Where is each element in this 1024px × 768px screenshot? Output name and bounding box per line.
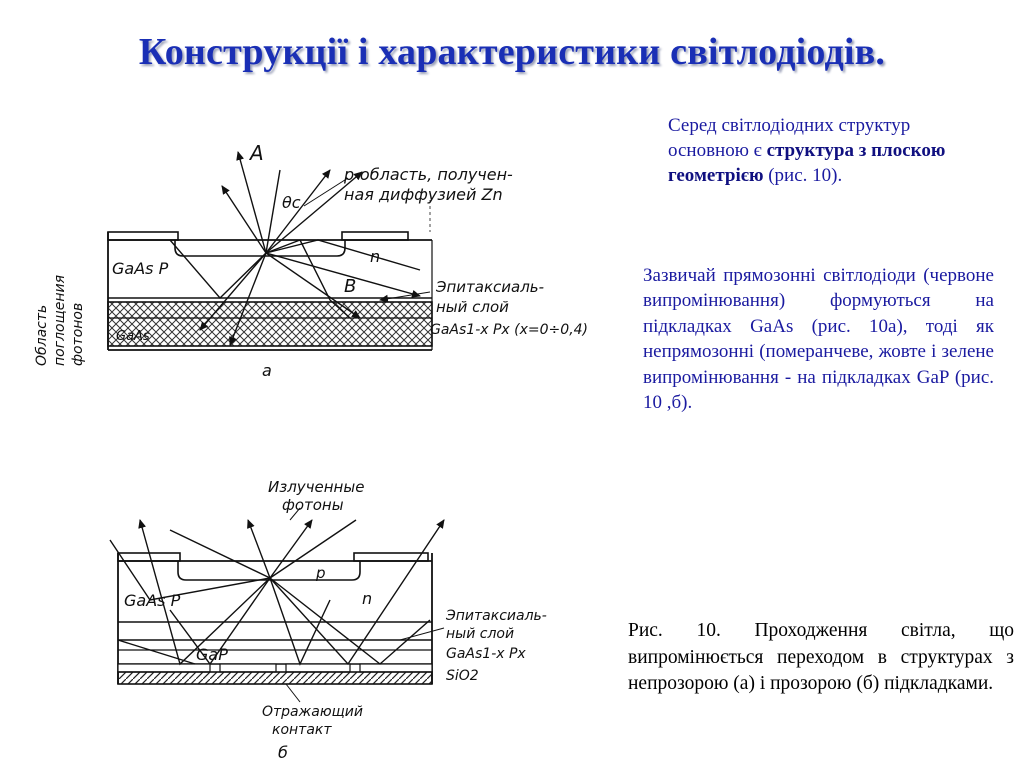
intro-bold-term: структура з плоскою геометрією xyxy=(668,140,946,186)
fig-a-label-absorb-1: Область xyxy=(34,305,50,366)
fig-a-label-GaAsP: GaAs P xyxy=(112,259,169,278)
fig-a-label-A: A xyxy=(248,141,264,165)
figure-b-labels: Излученные фотоны p n GaAs P Эпитаксиаль… xyxy=(124,478,547,762)
fig-a-label-p-region-2: ная диффузией Zn xyxy=(344,185,503,204)
fig-a-label-absorb-3: фотонов xyxy=(70,303,86,366)
intro-text-before: Серед світлодіодних структур основною є xyxy=(668,115,911,161)
fig-b-label-epi-2: ный слой xyxy=(446,626,514,642)
fig-b-label-formula: GaAs1-x Px xyxy=(446,646,526,662)
fig-a-label-B: B xyxy=(344,276,356,297)
fig-a-label-theta: θc xyxy=(282,193,301,212)
fig-a-label-epi-2: ный слой xyxy=(436,298,509,316)
fig-a-label-n: n xyxy=(370,247,380,266)
substrate-paragraph: Зазвичай прямозонні світлодіоди (червоне… xyxy=(643,265,994,414)
figure-b: Излученные фотоны p n GaAs P Эпитаксиаль… xyxy=(109,478,547,762)
fig-b-sub-label: б xyxy=(278,743,288,762)
figure-a-layers xyxy=(107,200,433,351)
fig-b-label-epi-1: Эпитаксиаль- xyxy=(445,608,547,624)
intro-paragraph: Серед світлодіодних структур основною є … xyxy=(668,113,968,188)
fig-b-label-photons-2: фотоны xyxy=(282,496,344,514)
figure-caption: Рис. 10. Проходження світла, що випромін… xyxy=(628,620,1014,694)
fig-a-label-absorb-2: поглощения xyxy=(52,275,68,366)
fig-b-label-SiO2: SiO2 xyxy=(446,668,479,684)
fig-b-label-n: n xyxy=(362,589,372,608)
fig-b-label-photons-1: Излученные xyxy=(268,478,364,496)
figure-a: A θc p-область, получен- ная диффузией Z… xyxy=(34,141,588,380)
figure-a-labels: A θc p-область, получен- ная диффузией Z… xyxy=(34,141,588,380)
fig-b-label-contact-2: контакт xyxy=(272,722,332,738)
figure-a-rays xyxy=(169,151,431,346)
fig-a-sub-label: a xyxy=(262,361,272,380)
fig-b-label-GaP: GaP xyxy=(196,645,228,664)
fig-a-label-formula: GaAs1-x Px (x=0÷0,4) xyxy=(430,322,588,338)
figure-b-layers xyxy=(117,552,433,685)
fig-b-label-contact-1: Отражающий xyxy=(262,704,363,720)
fig-a-label-GaAs: GaAs xyxy=(116,329,150,344)
fig-b-label-GaAsP: GaAs P xyxy=(124,591,181,610)
fig-b-label-p: p xyxy=(315,564,326,582)
figure-b-rays xyxy=(109,507,445,666)
fig-a-label-epi-1: Эпитаксиаль- xyxy=(435,278,544,296)
intro-text-after: (рис. 10). xyxy=(763,165,843,186)
fig-a-label-p-region-1: p-область, получен- xyxy=(343,165,513,184)
slide-title: Конструкції і характеристики світлодіоді… xyxy=(138,31,886,73)
led-structure-diagrams: A θc p-область, получен- ная диффузией Z… xyxy=(34,141,588,762)
